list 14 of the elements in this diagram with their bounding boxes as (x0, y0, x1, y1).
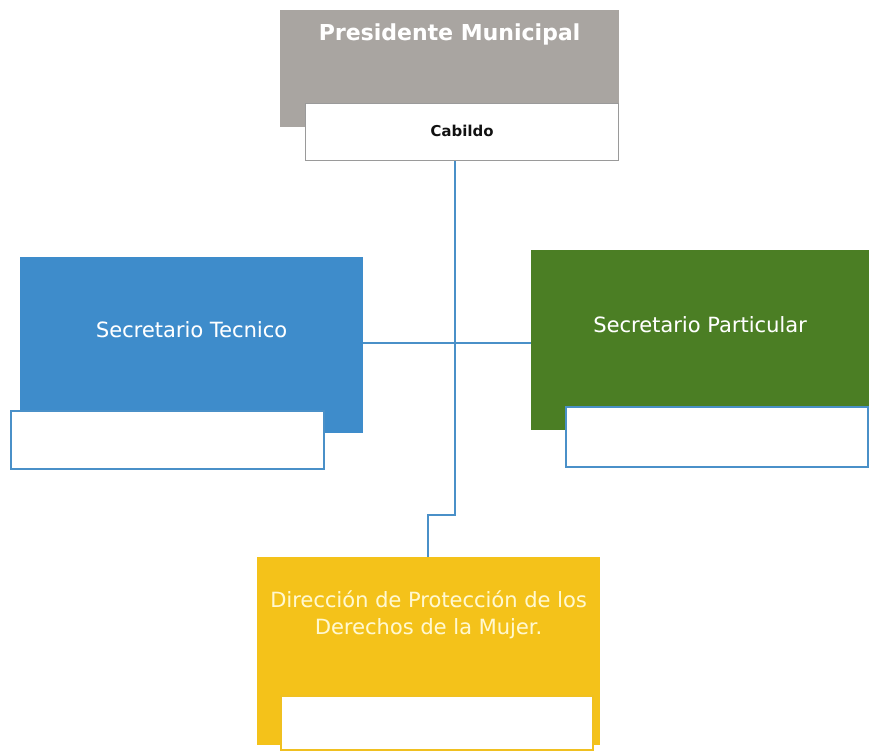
box-title: Secretario Particular (592, 312, 808, 339)
box-title: Dirección de Protección de los Derechos de la Mujer. (269, 587, 588, 642)
org-box (531, 250, 869, 406)
box-shape (280, 695, 594, 751)
title-box (280, 10, 619, 103)
box-shape (10, 410, 325, 470)
connector-line (427, 161, 456, 557)
box-title: Secretario Tecnico (94, 317, 288, 344)
org-box (257, 557, 600, 695)
box-title: Presidente Municipal (318, 20, 582, 48)
box-shape (565, 406, 869, 468)
org-box (20, 257, 363, 410)
org-box (305, 103, 619, 161)
box-title: Cabildo (429, 122, 495, 142)
